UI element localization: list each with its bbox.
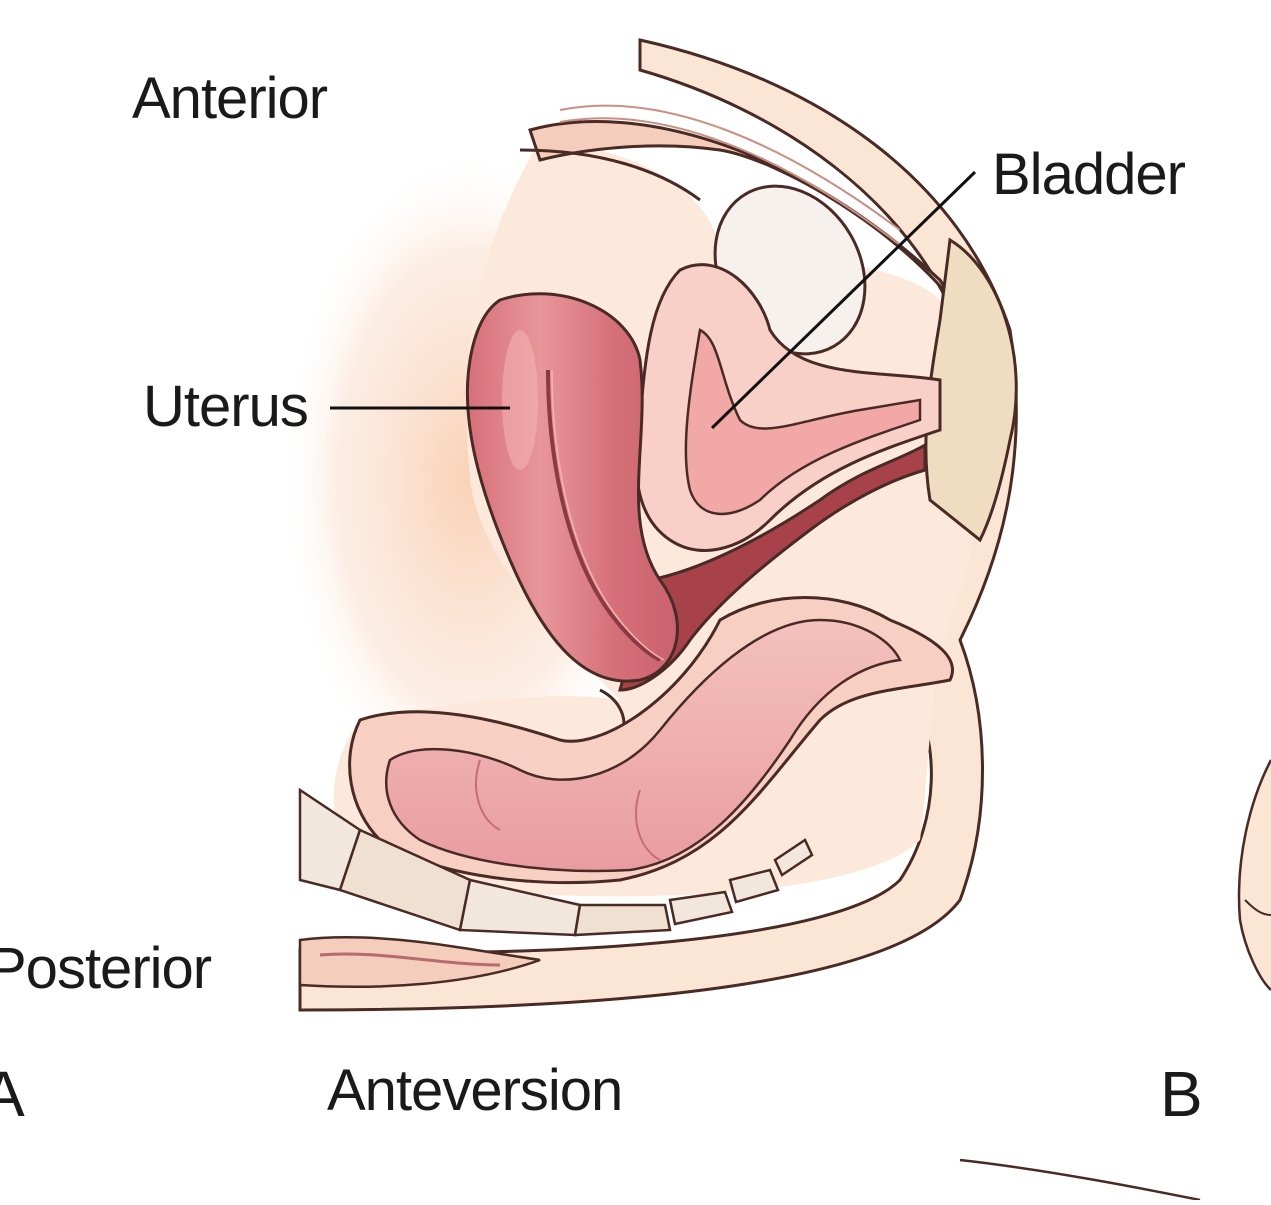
label-anterior: Anterior — [132, 66, 328, 131]
label-bladder: Bladder — [992, 142, 1186, 207]
sacrum — [298, 787, 814, 937]
label-panel-a: A — [0, 1058, 25, 1130]
label-posterior: Posterior — [0, 936, 212, 1001]
uterine-cavity — [546, 369, 661, 662]
rectum-lumen — [385, 618, 902, 873]
label-panel-b: B — [1160, 1058, 1203, 1130]
coccyx-tissue — [298, 936, 541, 988]
vaginal-canal — [618, 442, 927, 692]
label-uterus: Uterus — [143, 374, 309, 439]
label-anteversion: Anteversion — [327, 1058, 623, 1123]
bladder-lumen — [684, 328, 922, 516]
panel-b-partial — [1237, 759, 1271, 991]
bladder-leader-line — [710, 170, 977, 430]
